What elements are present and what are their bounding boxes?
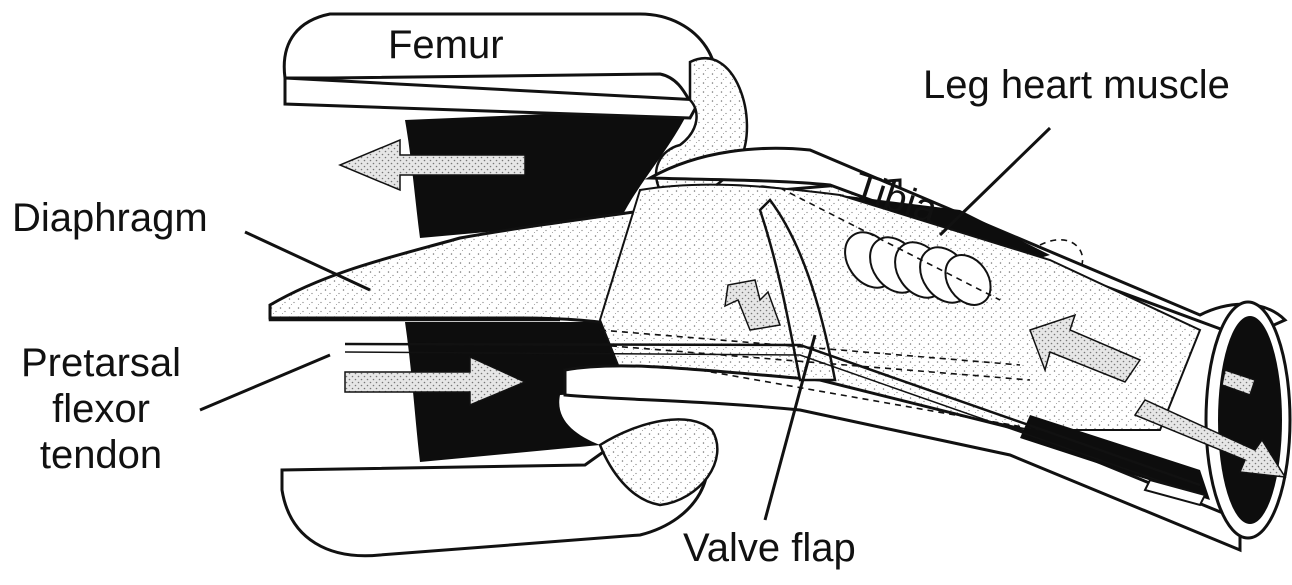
label-pretarsal-line3: tendon — [12, 432, 190, 478]
femur-upper-wall-inner — [285, 78, 700, 118]
tibia-end-inner — [1218, 316, 1282, 524]
label-pretarsal-flexor-tendon: Pretarsal flexor tendon — [12, 340, 190, 478]
label-leg-heart-muscle: Leg heart muscle — [923, 62, 1230, 108]
label-valve-flap: Valve flap — [683, 525, 856, 571]
leader-leg-heart-muscle — [940, 128, 1050, 235]
label-pretarsal-line1: Pretarsal — [12, 340, 190, 386]
label-femur: Femur — [388, 22, 504, 68]
leader-diaphragm — [245, 232, 370, 290]
leader-pretarsal — [200, 355, 330, 410]
label-pretarsal-line2: flexor — [12, 386, 190, 432]
label-diaphragm: Diaphragm — [12, 195, 208, 241]
